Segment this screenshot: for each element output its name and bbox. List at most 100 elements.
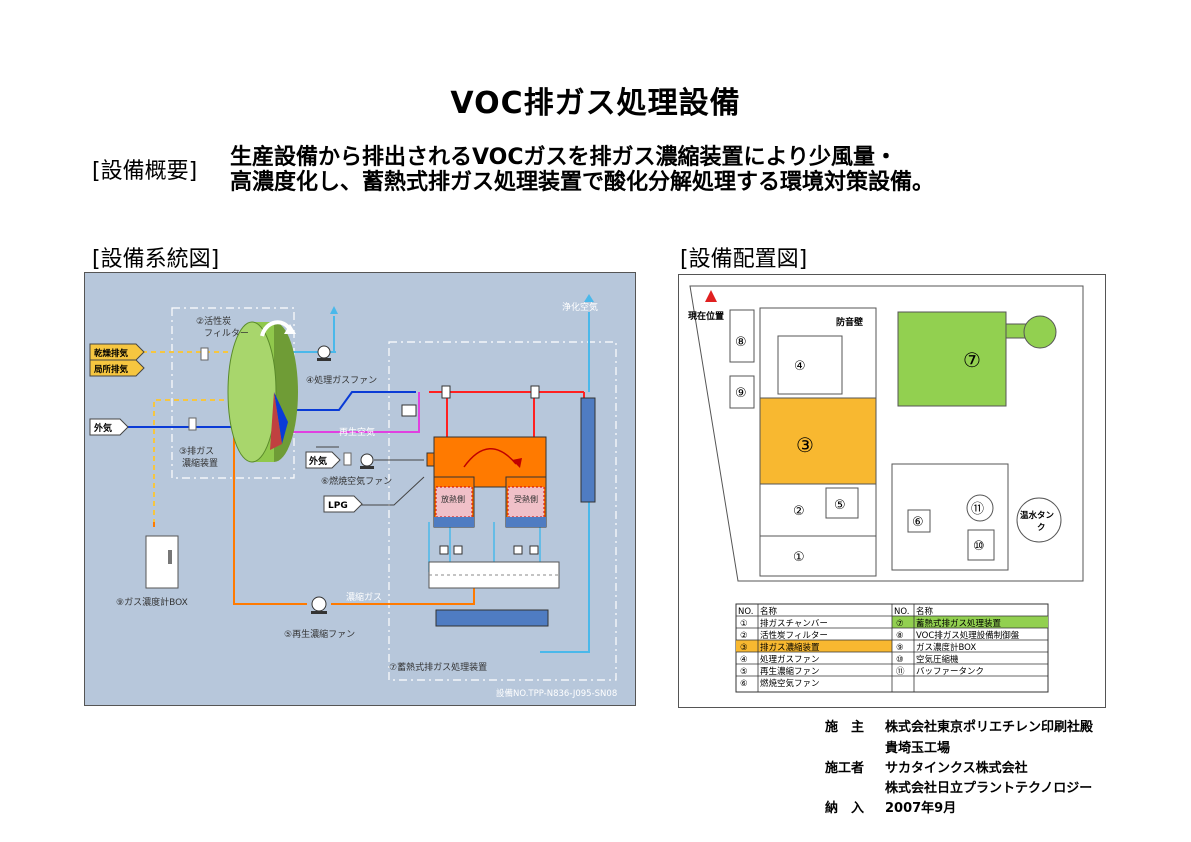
gas-box-handle [168,550,172,564]
combustion-air-line [316,446,424,461]
bypass-flow-line [153,352,240,527]
legend-row-no: ④ [740,655,748,665]
layout-item-3 [759,397,877,485]
delivery-label: 納 入 [825,801,865,816]
process-fan-label: ④処理ガスファン [306,374,377,386]
lpg-label: LPG [328,501,348,511]
regen-air-flow-line [284,392,420,433]
client-label: 施 主 [825,720,865,735]
legend-row-name: 蓄熱式排ガス処理装置 [916,618,1002,629]
legend-header-no: NO. [738,607,753,617]
overview-text-line-2: 高濃度化し、蓄熱式排ガス処理装置で酸化分解処理する環境対策設備。 [230,170,935,195]
legend-table: NO. 名称 NO. 名称 ① 排ガスチャンバー ② 活性炭フィルター ③ 排ガ… [735,603,1049,693]
legend-row-name: VOC排ガス処理設備制御盤 [916,630,1020,641]
layout-item-11 [966,494,994,522]
legend-row-no: ① [740,619,748,629]
overview-text-line-1: 生産設備から排出されるVOCガスを排ガス濃縮装置により少風量・ [230,145,898,170]
overview-label: [設備概要] [92,159,198,184]
legend-row-name: ガス濃度計BOX [916,642,976,653]
legend-header-name-2: 名称 [916,606,934,617]
legend-row-no: ⑦ [896,619,904,629]
regen-air-label: 再生空気 [339,426,375,438]
rto-outlet-lines [446,392,535,437]
system-flow-diagram: 乾燥排気 局所排気 外気 外気 LPG [84,272,636,706]
diagram-background [84,272,636,706]
gas-box-label: ⑨ガス濃度計BOX [116,596,188,608]
stack-arrow-icon [584,294,594,302]
rto-unit-boundary [388,341,617,681]
current-position-marker-icon [705,290,717,302]
lpg-tag: LPG [323,495,363,513]
outside-air-label-2: 外気 [308,455,327,467]
soundproof-label: 防音壁 [836,316,863,328]
damper-icons [188,347,352,466]
legend-row-name: 活性炭フィルター [760,630,828,641]
layout-item-1 [759,535,877,577]
filter-label-2: フィルター [204,328,249,339]
process-fan-icon [317,345,331,361]
dry-exhaust-label: 乾燥排気 [94,348,129,359]
layout-num-10: ⑩ [973,539,985,554]
rotation-arrowhead-icon [284,324,296,334]
layout-item-9 [729,375,755,409]
layout-num-3: ③ [796,433,814,457]
rto-flow-arrow-icon [463,448,517,468]
layout-item-2 [759,483,877,537]
legend-header-no-2: NO. [894,607,909,617]
legend-row-no: ② [740,631,748,641]
layout-num-1: ① [793,550,805,565]
legend-highlight-7 [892,616,1048,628]
concentrator-label-2: 濃縮装置 [182,457,218,469]
regen-fan-icon [311,596,327,614]
valve-icons [401,385,540,555]
system-diagram-heading: [設備系統図] [92,247,220,272]
regen-fan-label: ⑤再生濃縮ファン [284,628,355,640]
layout-item-6 [907,509,931,533]
heat-release-label: 放熱側 [441,494,465,504]
filter-label: ②活性炭 [196,315,231,327]
clean-air-label: 浄化空気 [562,301,598,313]
legend-row-name: 処理ガスファン [760,654,820,665]
legend-row-no: ⑪ [896,667,905,677]
legend-row-name: 燃焼空気ファン [760,678,820,689]
delivery-date: 2007年9月 [885,801,957,816]
legend-row-no: ③ [740,643,748,653]
legend-highlight-3 [736,640,892,652]
layout-item-4 [777,335,843,395]
legend-row-no: ⑤ [740,667,748,677]
combustion-fan-label: ⑥燃焼空気ファン [321,475,392,487]
layout-num-2: ② [793,504,805,519]
heat-receive-label: 受熱側 [514,494,538,504]
legend-row-name: 空気圧縮機 [916,654,959,665]
layout-num-11: ⑪ [971,502,984,517]
rto-label: ⑦蓄熱式排ガス処理装置 [389,661,487,673]
contractor-name-1: サカタインクス株式会社 [885,761,1028,776]
local-exhaust-tag: 局所排気 [89,359,145,377]
legend-row-name: バッファータンク [916,667,984,677]
combustion-fan-icon [360,453,374,469]
outside-air-tag-2: 外気 [305,451,341,469]
rto-unit [426,436,547,528]
contractor-name-2: 株式会社日立プラントテクノロジー [885,781,1093,796]
distribution-duct [435,609,549,627]
layout-num-7: ⑦ [963,348,981,372]
concentrator-wheel [227,321,298,463]
lpg-line [359,476,425,506]
layout-item-10 [967,529,995,561]
current-position-label: 現在位置 [688,310,724,322]
legend-row-name: 排ガス濃縮装置 [760,642,820,653]
legend-row-no: ⑧ [896,631,904,641]
stack-column [580,397,596,503]
hot-water-tank-label-2: ク [1037,522,1046,533]
local-exhaust-label: 局所排気 [93,364,129,375]
layout-item-7 [897,311,1007,407]
layout-num-4: ④ [794,359,806,374]
hot-water-tank-label: 温水タン [1020,510,1055,521]
gas-concentration-box [145,535,179,589]
layout-diagram-heading: [設備配置図] [680,247,808,272]
legend-row-no: ⑩ [896,655,904,665]
contractor-label: 施工者 [825,761,865,776]
heat-exchanger-pipes [428,522,541,572]
layout-item-7-connector [1005,323,1027,339]
concentrator-label: ③排ガス [179,445,214,457]
